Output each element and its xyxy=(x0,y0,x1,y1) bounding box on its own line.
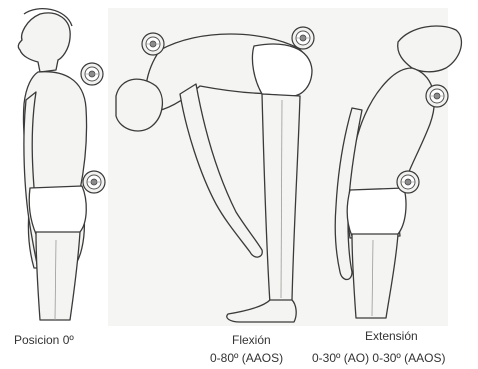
neutral-standing-figure xyxy=(18,9,86,320)
caption-extension: Extensión xyxy=(365,329,418,343)
upper-spine-marker-flexion xyxy=(142,33,164,55)
caption-flexion-range: 0-80º (AAOS) xyxy=(210,351,283,365)
caption-extension-range: 0-30º (AO) 0-30º (AAOS) xyxy=(312,351,445,365)
lower-spine-marker-neutral xyxy=(83,171,105,193)
caption-flexion: Flexión xyxy=(232,333,271,347)
caption-neutral-position: Posicion 0º xyxy=(14,333,74,347)
upper-spine-marker-neutral xyxy=(81,63,103,85)
upper-spine-marker-extension xyxy=(426,85,448,107)
lower-spine-marker-flexion xyxy=(292,27,314,49)
lower-spine-marker-extension xyxy=(397,171,419,193)
